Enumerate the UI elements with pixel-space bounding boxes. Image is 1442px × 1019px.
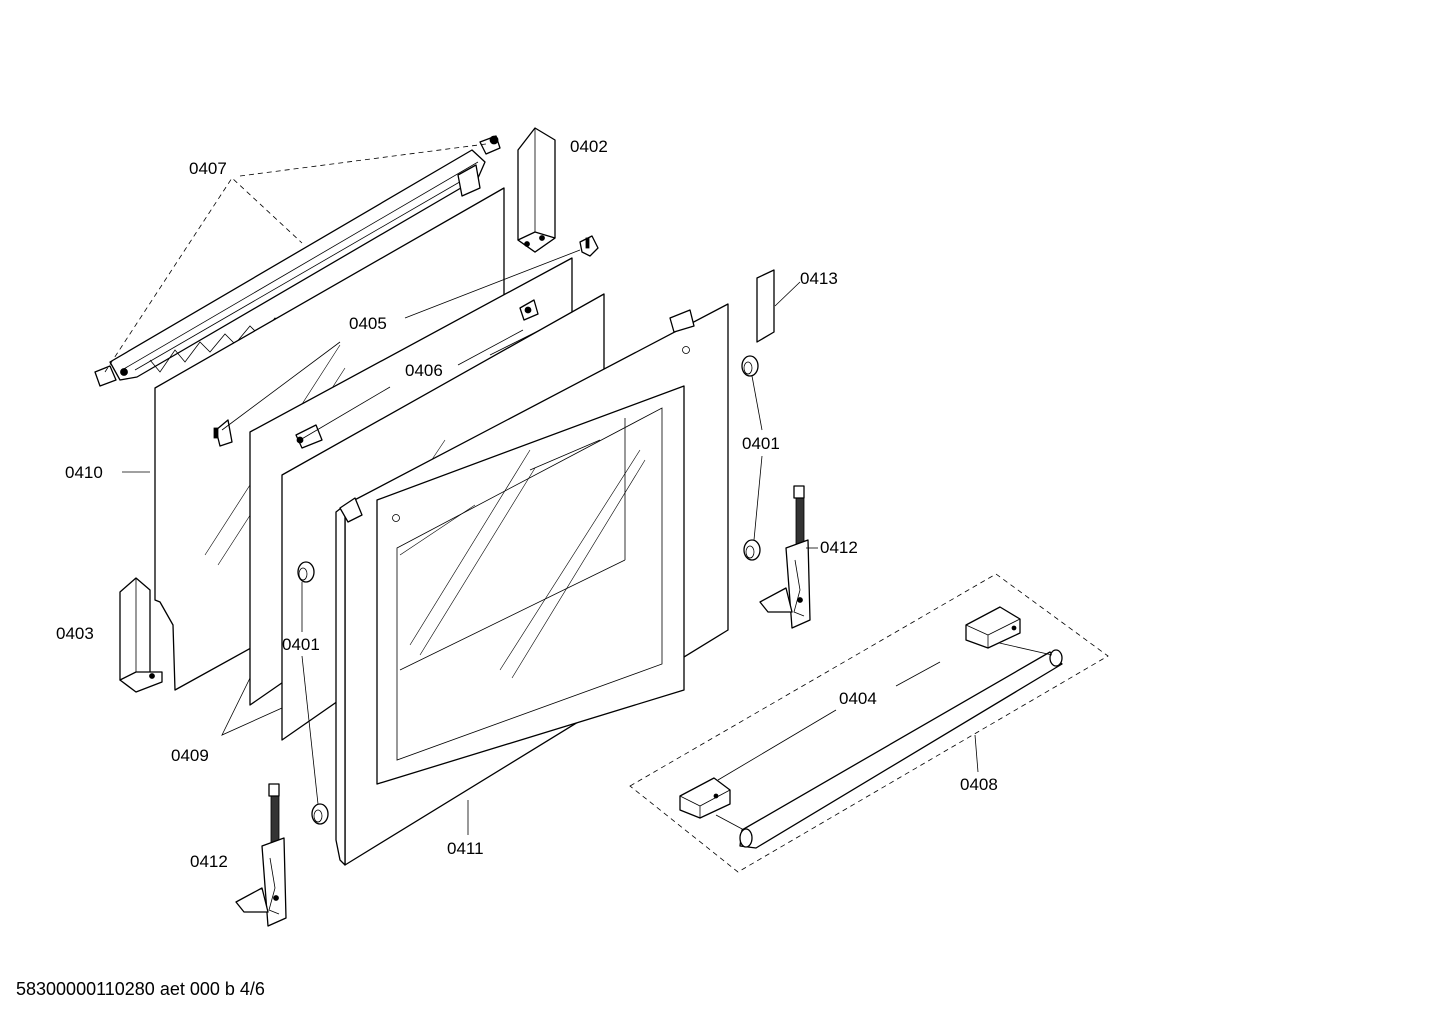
callout-0405: 0405 — [349, 314, 387, 333]
side-bracket-lower-part — [119, 577, 163, 693]
callout-0401-right: 0401 — [742, 434, 780, 453]
hinge-left-part — [235, 783, 287, 927]
callout-0411: 0411 — [447, 839, 484, 858]
callout-labels: 0407 0402 0413 0405 0406 0401 0410 0412 … — [56, 137, 998, 871]
callout-0413: 0413 — [800, 269, 838, 288]
bumper-disc-lower-right-part — [743, 539, 761, 561]
callout-0412-right: 0412 — [820, 538, 858, 557]
side-bracket-upper-part — [517, 127, 556, 253]
callout-0406: 0406 — [405, 361, 443, 380]
callout-0407: 0407 — [189, 159, 227, 178]
callout-0409: 0409 — [171, 746, 209, 765]
bumper-disc-upper-part — [741, 355, 759, 377]
callout-0408: 0408 — [960, 775, 998, 794]
callout-0412-left: 0412 — [190, 852, 228, 871]
bumper-disc-bottom-part — [311, 803, 329, 825]
document-code: 58300000110280 aet 000 b 4/6 — [16, 979, 265, 999]
callout-0401-center: 0401 — [282, 635, 320, 654]
outer-door-frame-part — [335, 303, 729, 866]
callout-0403: 0403 — [56, 624, 94, 643]
handle-assembly-part — [629, 573, 1109, 873]
callout-0410: 0410 — [65, 463, 103, 482]
hinge-right-part — [759, 485, 811, 629]
callout-0404: 0404 — [839, 689, 877, 708]
leader-lines — [104, 143, 979, 835]
callout-0402: 0402 — [570, 137, 608, 156]
seal-strip-part — [756, 269, 775, 343]
